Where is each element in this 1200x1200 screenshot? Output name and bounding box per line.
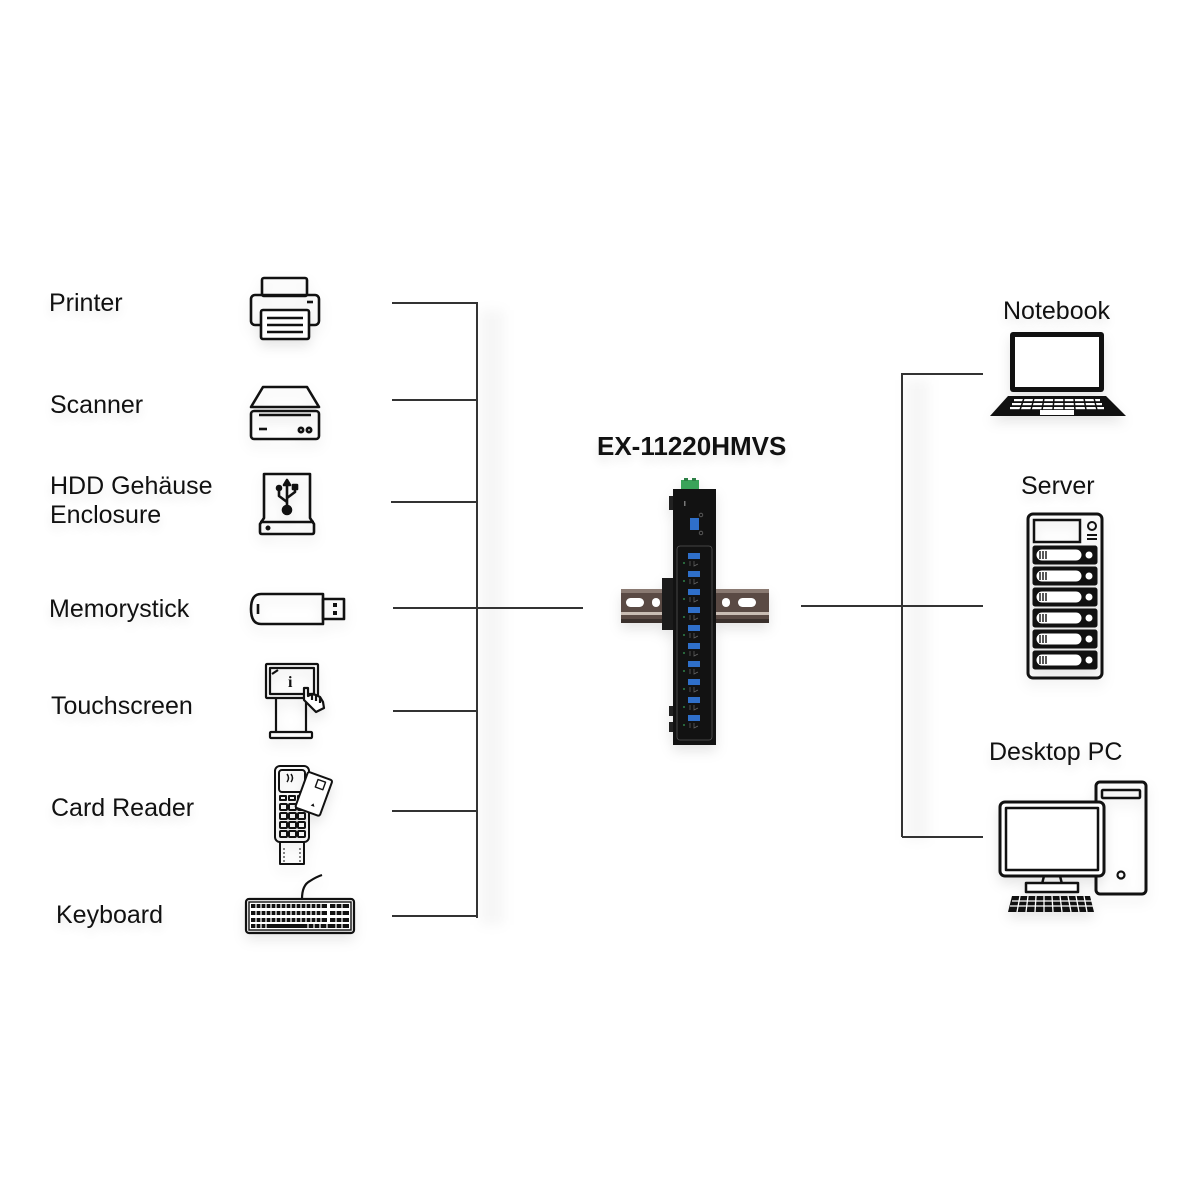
connector-hub-right	[801, 605, 983, 607]
usb-hub-din-rail-icon	[621, 478, 769, 745]
connector-card-reader	[392, 810, 477, 812]
label-printer: Printer	[49, 289, 123, 317]
hub-model-title: EX-11220HMVS	[597, 431, 787, 461]
printer-icon	[249, 276, 321, 341]
connector-notebook	[902, 373, 983, 375]
label-scanner: Scanner	[50, 391, 144, 419]
label-keyboard: Keyboard	[56, 901, 164, 929]
laptop-icon	[990, 332, 1126, 416]
label-hdd-line2: Enclosure	[50, 501, 162, 529]
connector-printer	[392, 302, 477, 304]
connector-scanner	[392, 399, 477, 401]
connector-keyboard	[392, 915, 477, 917]
label-desktop-pc: Desktop PC	[989, 738, 1123, 766]
touchscreen-kiosk-icon: i	[264, 662, 326, 740]
svg-text:i: i	[288, 674, 293, 691]
desktop-pc-icon	[998, 780, 1148, 913]
label-card-reader: Card Reader	[51, 794, 195, 822]
connector-hdd	[391, 501, 477, 503]
connector-touchscreen	[393, 710, 477, 712]
label-hdd-line1: HDD Gehäuse	[50, 472, 213, 500]
label-server: Server	[1021, 472, 1095, 500]
label-memorystick: Memorystick	[49, 595, 190, 623]
hdd-enclosure-icon	[258, 472, 316, 536]
label-touchscreen: Touchscreen	[51, 692, 193, 720]
label-notebook: Notebook	[1003, 297, 1111, 325]
usb-stick-icon	[249, 592, 346, 626]
connector-memorystick	[393, 607, 583, 609]
scanner-icon	[249, 385, 321, 441]
keyboard-icon	[244, 873, 356, 935]
server-icon	[1026, 512, 1104, 680]
card-reader-icon	[274, 765, 333, 865]
connector-desktop	[902, 836, 983, 838]
connector-vertical-left	[476, 302, 478, 918]
